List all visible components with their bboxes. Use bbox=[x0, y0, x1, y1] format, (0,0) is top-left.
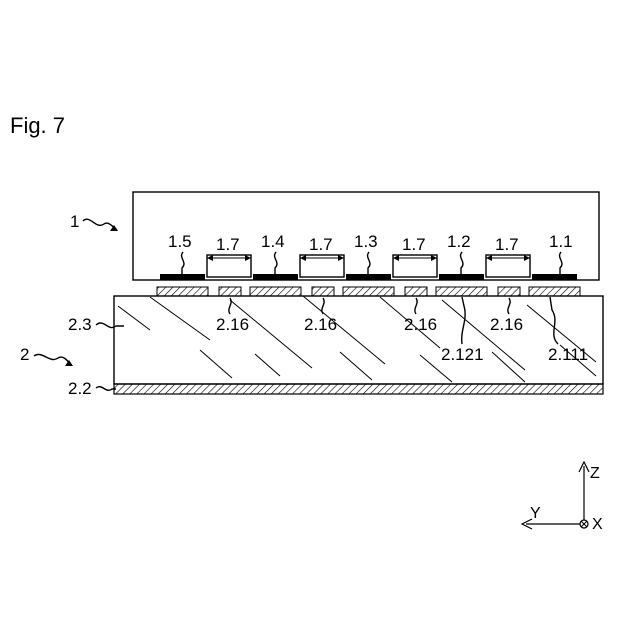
gap-arrow-c bbox=[393, 255, 437, 261]
contact-pad-1-5 bbox=[160, 274, 205, 280]
part-2-arrowhead bbox=[65, 360, 73, 366]
part-1-label: 1 bbox=[70, 212, 79, 231]
substrate-pad-i bbox=[529, 287, 580, 296]
axis-indicator: Z Y X bbox=[522, 462, 603, 533]
label-1-2: 1.2 bbox=[447, 232, 471, 251]
gap-arrow-d bbox=[486, 255, 530, 261]
leader-1-5 bbox=[182, 252, 184, 274]
y-axis-label: Y bbox=[530, 505, 541, 522]
contact-pad-1-4 bbox=[253, 274, 298, 280]
leader-1-3 bbox=[368, 252, 370, 274]
part-2-leader bbox=[34, 354, 70, 364]
substrate-pad-g bbox=[436, 287, 487, 296]
substrate-pad-a bbox=[157, 287, 208, 296]
label-2-16-d: 2.16 bbox=[490, 315, 523, 334]
substrate-pad-h bbox=[498, 287, 520, 296]
leader-2-2 bbox=[96, 387, 116, 391]
label-gap-d: 1.7 bbox=[495, 235, 519, 254]
layer-2-2 bbox=[114, 384, 603, 394]
label-1-5: 1.5 bbox=[168, 232, 192, 251]
leader-2-121 bbox=[462, 297, 465, 344]
label-2-16-c: 2.16 bbox=[404, 315, 437, 334]
leader-2-16-b bbox=[322, 298, 324, 314]
part-1-leader bbox=[83, 219, 116, 229]
leader-1-4 bbox=[275, 252, 277, 274]
leader-2-3 bbox=[96, 323, 124, 328]
label-2-2: 2.2 bbox=[68, 379, 92, 398]
contact-pad-1-2 bbox=[439, 274, 484, 280]
figure-title: Fig. 7 bbox=[10, 113, 65, 138]
label-2-16-b: 2.16 bbox=[304, 315, 337, 334]
leader-2-16-c bbox=[415, 298, 417, 314]
label-1-1: 1.1 bbox=[549, 232, 573, 251]
label-gap-b: 1.7 bbox=[309, 235, 333, 254]
label-2-16-a: 2.16 bbox=[216, 315, 249, 334]
label-1-3: 1.3 bbox=[354, 232, 378, 251]
label-gap-c: 1.7 bbox=[402, 235, 426, 254]
leader-2-16-d bbox=[508, 298, 510, 314]
z-axis-label: Z bbox=[590, 465, 600, 482]
label-gap-a: 1.7 bbox=[216, 235, 240, 254]
substrate-pad-c bbox=[250, 287, 301, 296]
leader-1-2 bbox=[461, 252, 463, 274]
leader-2-111 bbox=[550, 297, 558, 344]
contact-pad-1-1 bbox=[532, 274, 577, 280]
contact-pad-1-3 bbox=[346, 274, 391, 280]
label-2-121: 2.121 bbox=[441, 345, 484, 364]
substrate-pad-f bbox=[405, 287, 427, 296]
part-2-label: 2 bbox=[20, 345, 29, 364]
layer-2-3-hatch bbox=[118, 296, 596, 382]
label-1-4: 1.4 bbox=[261, 232, 285, 251]
layer-2-3 bbox=[114, 296, 603, 384]
gap-arrow-a bbox=[207, 255, 251, 261]
gap-arrow-b bbox=[300, 255, 344, 261]
x-axis-label: X bbox=[592, 516, 603, 533]
label-2-3: 2.3 bbox=[68, 315, 92, 334]
leader-1-1 bbox=[560, 252, 562, 274]
label-2-111: 2.111 bbox=[548, 345, 588, 364]
substrate-pad-e bbox=[343, 287, 394, 296]
substrate-pad-d bbox=[312, 287, 334, 296]
substrate-pad-b bbox=[219, 287, 241, 296]
